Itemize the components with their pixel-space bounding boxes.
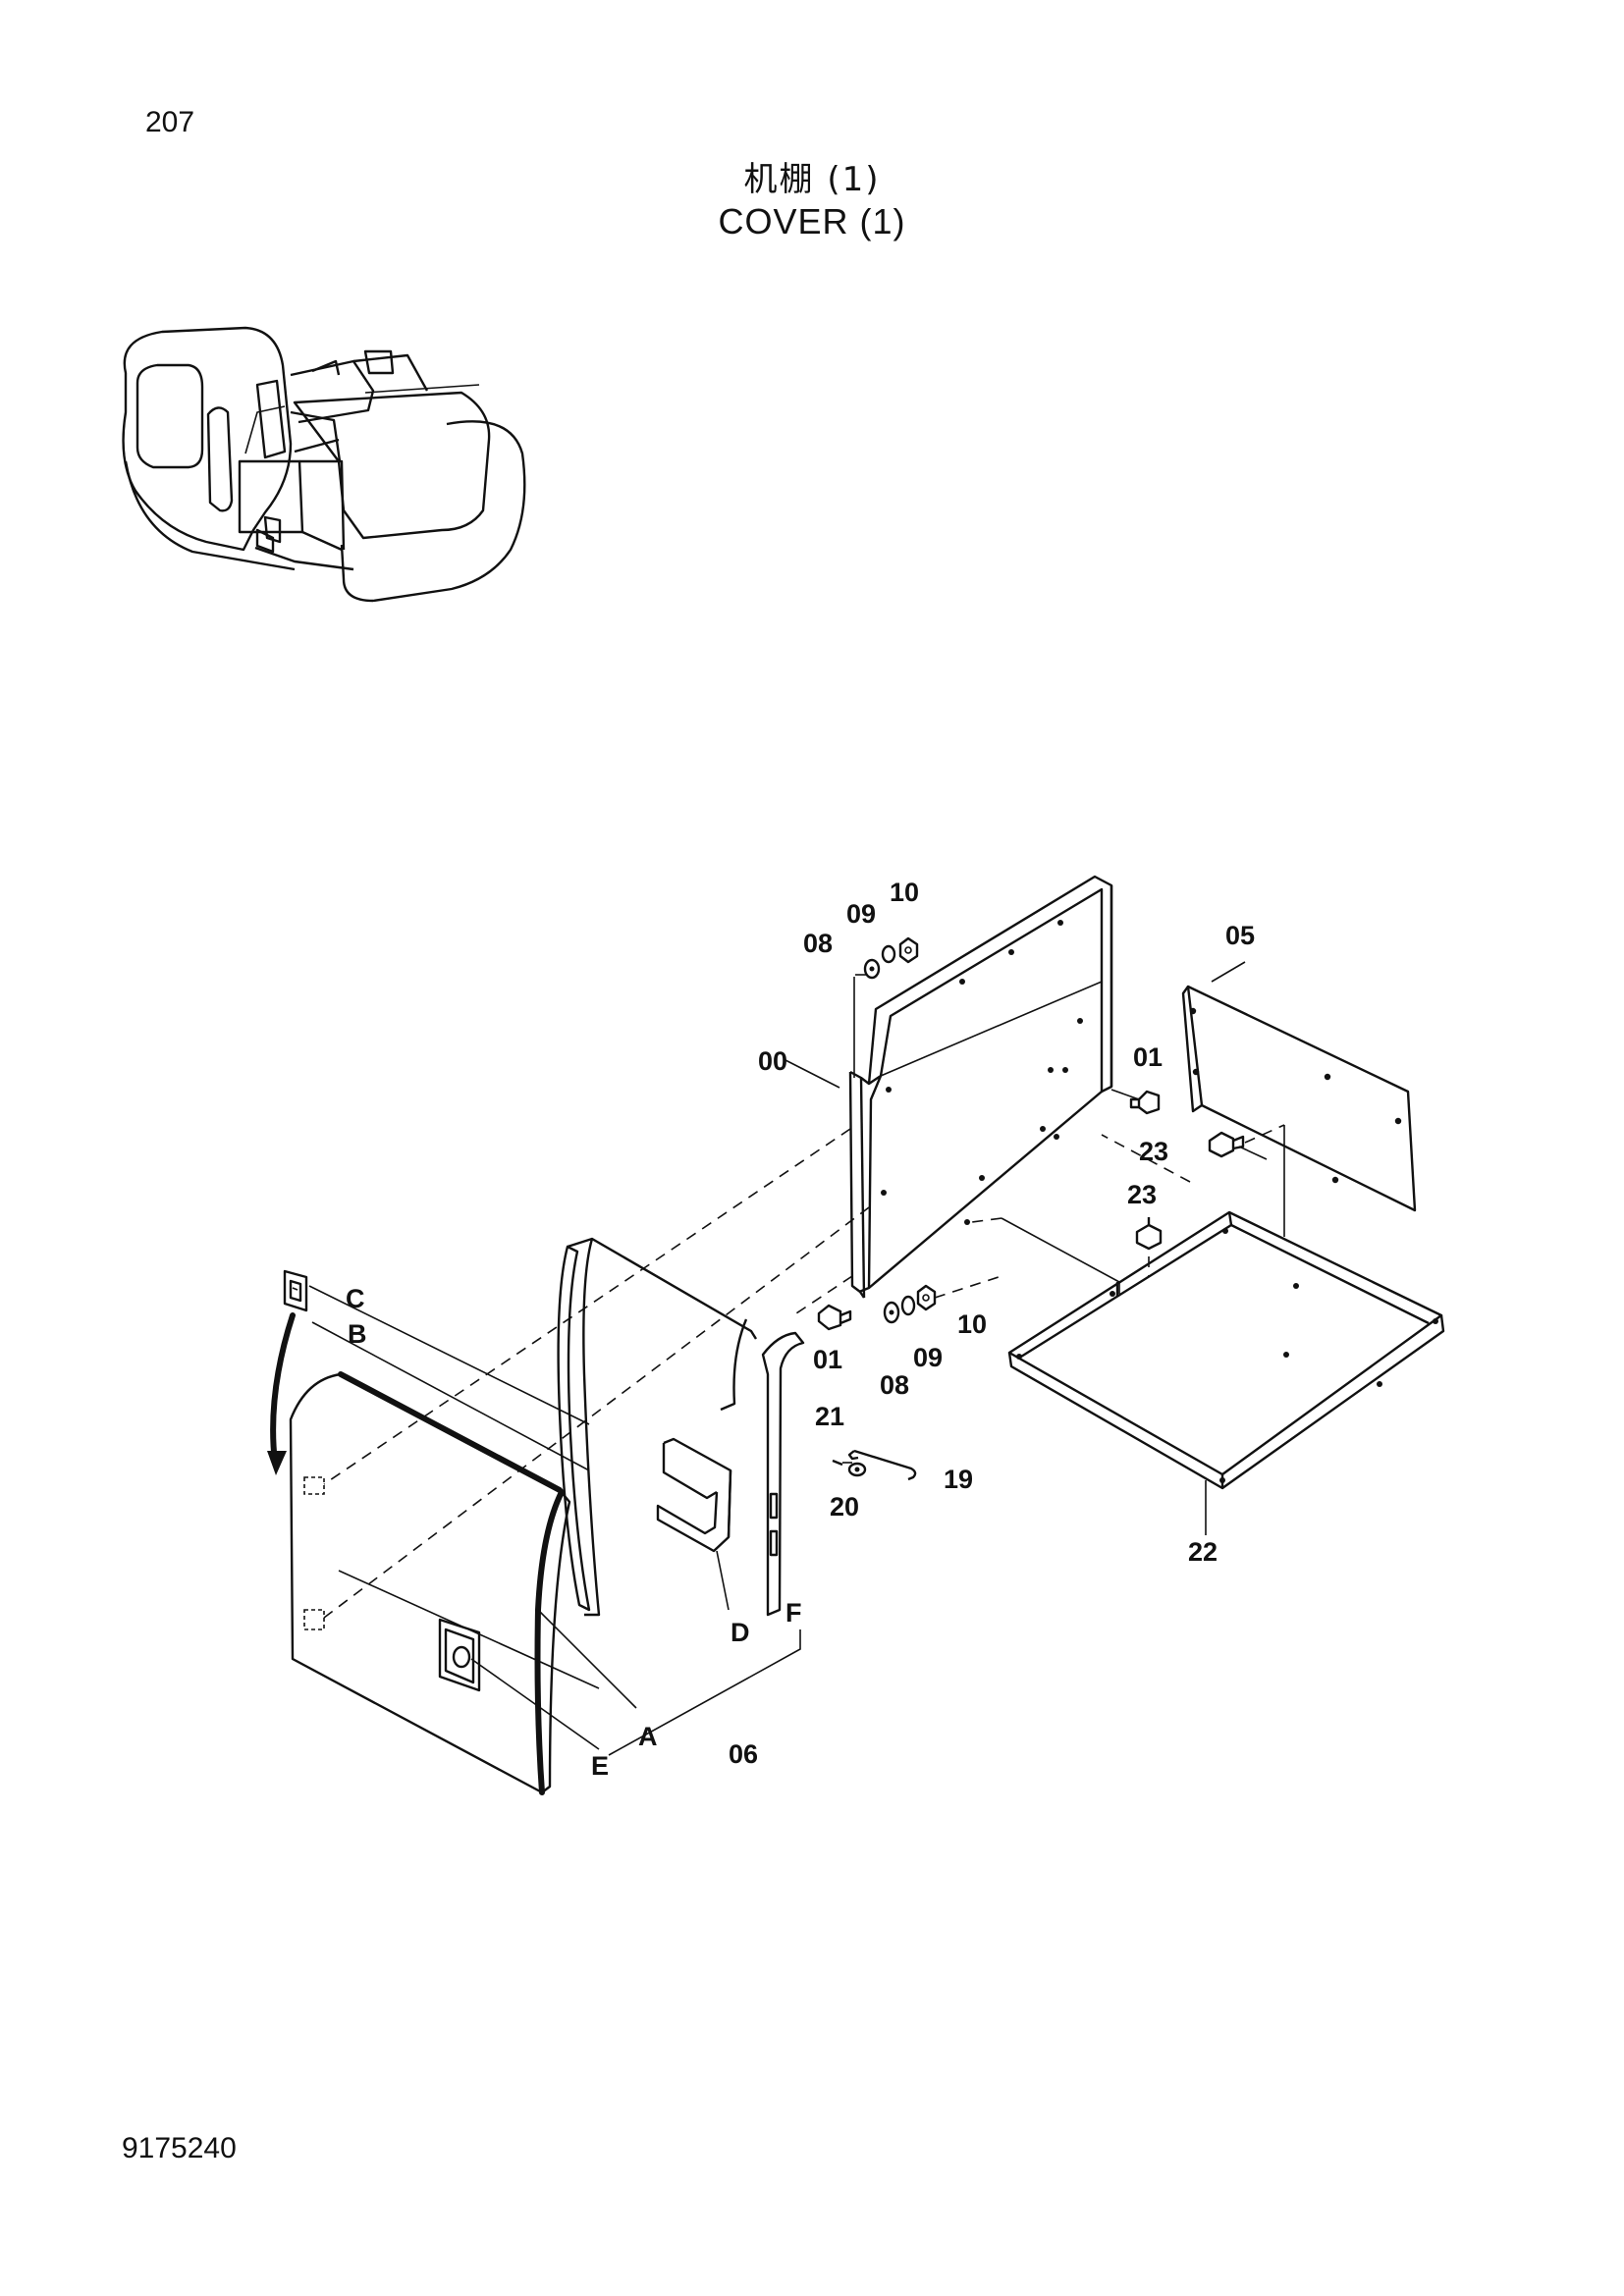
rod-19 <box>847 1449 917 1481</box>
washer-20 <box>847 1462 867 1477</box>
pin-21 <box>832 1459 843 1467</box>
excavator-overview-illustration <box>122 326 526 603</box>
curved-arrow <box>267 1312 296 1475</box>
label-21: 21 <box>815 1402 844 1431</box>
title-english: COVER (1) <box>718 201 906 241</box>
letter-A: A <box>638 1722 658 1751</box>
label-05: 05 <box>1225 921 1255 950</box>
nut-10-upper <box>898 936 919 964</box>
label-23-upper: 23 <box>1139 1137 1168 1166</box>
label-08-lower: 08 <box>880 1370 909 1400</box>
washer-09-upper <box>881 944 896 964</box>
seal-frame-B <box>567 1237 758 1617</box>
washer-09-lower <box>900 1295 916 1316</box>
part-labels: 00 01 01 05 06 08 08 09 09 10 10 19 20 2… <box>729 878 1255 1769</box>
tray-22 <box>1007 1210 1445 1490</box>
bolt-23-lower <box>1135 1217 1163 1251</box>
label-01-upper: 01 <box>1133 1042 1163 1072</box>
label-06: 06 <box>729 1739 758 1769</box>
title-chinese: 机棚 (1) <box>743 160 881 199</box>
label-09-upper: 09 <box>846 899 876 929</box>
hinge-C <box>283 1269 308 1312</box>
bolt-23-upper <box>1208 1131 1245 1158</box>
seal-D <box>656 1437 732 1553</box>
assembly-lines <box>308 961 1285 1756</box>
cover-05 <box>1181 985 1417 1212</box>
label-22: 22 <box>1188 1537 1218 1567</box>
reference-letters: A B C D E F <box>346 1284 802 1781</box>
seal-strip-A <box>557 1245 591 1612</box>
label-00: 00 <box>758 1046 787 1076</box>
label-01-lower: 01 <box>813 1345 842 1374</box>
page-number: 207 <box>145 106 195 138</box>
label-20: 20 <box>830 1492 859 1522</box>
label-10-upper: 10 <box>890 878 919 907</box>
bolt-01-upper <box>1129 1090 1161 1115</box>
document-number: 9175240 <box>122 2132 237 2164</box>
letter-B: B <box>348 1319 367 1349</box>
letter-C: C <box>346 1284 365 1313</box>
label-19: 19 <box>944 1465 973 1494</box>
nut-10-lower <box>916 1284 937 1311</box>
label-23-lower: 23 <box>1127 1180 1157 1209</box>
washer-08-upper <box>863 958 881 980</box>
letter-F: F <box>785 1598 802 1628</box>
label-09-lower: 09 <box>913 1343 943 1372</box>
letter-E: E <box>591 1751 609 1781</box>
seal-strip-F <box>761 1331 805 1617</box>
bolt-01-lower <box>817 1304 852 1331</box>
letter-D: D <box>731 1618 750 1647</box>
label-08-upper: 08 <box>803 929 833 958</box>
label-10-lower: 10 <box>957 1309 987 1339</box>
frame-00 <box>848 875 1113 1299</box>
washer-08-lower <box>883 1301 900 1324</box>
